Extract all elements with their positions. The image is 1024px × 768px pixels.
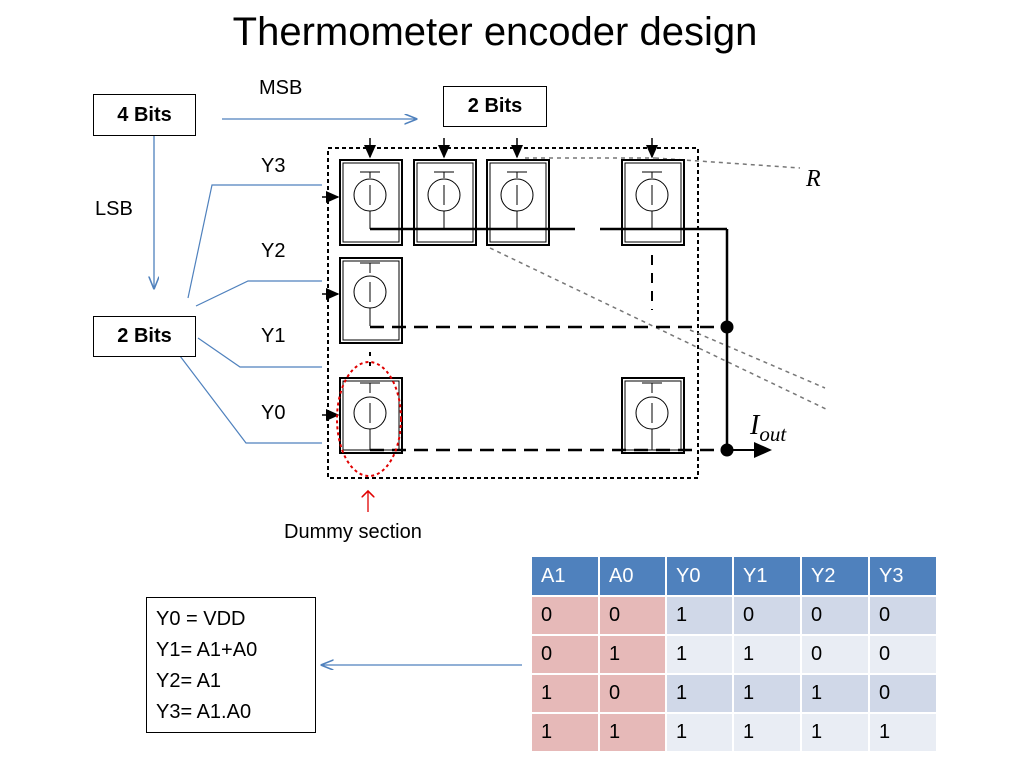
table-cell: 1 bbox=[530, 673, 600, 714]
table-cell: 1 bbox=[598, 712, 667, 753]
table-cell: 1 bbox=[598, 634, 667, 675]
current-source-array bbox=[322, 138, 829, 479]
output-label-y2: Y2 bbox=[261, 240, 286, 262]
output-label-y3: Y3 bbox=[261, 155, 286, 177]
current-cell bbox=[413, 159, 477, 246]
equations-box: Y0 = VDD Y1= A1+A0 Y2= A1 Y3= A1.A0 bbox=[146, 597, 316, 733]
page-title: Thermometer encoder design bbox=[232, 10, 758, 54]
y3-connector bbox=[187, 184, 322, 299]
table-cell: 0 bbox=[800, 634, 870, 675]
header-a1: A1 bbox=[530, 555, 600, 597]
header-y0: Y0 bbox=[665, 555, 734, 597]
current-cell bbox=[486, 159, 550, 246]
equation-y0: Y0 = VDD bbox=[156, 608, 246, 630]
table-cell: 1 bbox=[732, 712, 802, 753]
table-cell: 1 bbox=[665, 673, 734, 714]
table-cell: 0 bbox=[530, 634, 600, 675]
table-cell: 1 bbox=[800, 712, 870, 753]
lsb-label: LSB bbox=[95, 198, 133, 220]
two-bits-lsb-box: 2 Bits bbox=[93, 316, 196, 357]
table-row: 1 1 1 1 1 1 bbox=[530, 712, 938, 753]
equation-y3: Y3= A1.A0 bbox=[156, 701, 252, 723]
output-label-y0: Y0 bbox=[261, 402, 286, 424]
equation-y1: Y1= A1+A0 bbox=[156, 639, 258, 661]
output-label-y1: Y1 bbox=[261, 325, 286, 347]
table-row: 0 0 1 0 0 0 bbox=[530, 595, 938, 636]
equation-y2: Y2= A1 bbox=[156, 670, 222, 692]
y1-connector bbox=[197, 337, 322, 368]
header-y2: Y2 bbox=[800, 555, 870, 597]
table-header-row: A1 A0 Y0 Y1 Y2 Y3 bbox=[530, 555, 938, 597]
truth-table: A1 A0 Y0 Y1 Y2 Y3 0 0 1 0 0 0 0 1 1 1 0 … bbox=[530, 555, 938, 753]
iout-label: Iout bbox=[749, 410, 787, 446]
table-cell: 0 bbox=[868, 595, 938, 636]
table-cell: 0 bbox=[598, 595, 667, 636]
dummy-highlight bbox=[336, 361, 402, 477]
four-bits-box: 4 Bits bbox=[93, 94, 196, 136]
dummy-cell bbox=[339, 377, 403, 454]
table-cell: 0 bbox=[868, 634, 938, 675]
table-cell: 0 bbox=[800, 595, 870, 636]
current-cell bbox=[339, 159, 403, 246]
table-cell: 1 bbox=[530, 712, 600, 753]
table-cell: 0 bbox=[732, 595, 802, 636]
table-cell: 1 bbox=[732, 673, 802, 714]
r-label: R bbox=[805, 166, 821, 192]
y0-connector bbox=[179, 355, 322, 444]
table-cell: 1 bbox=[800, 673, 870, 714]
two-bits-msb-box: 2 Bits bbox=[443, 86, 547, 127]
y2-connector bbox=[195, 280, 322, 307]
header-y3: Y3 bbox=[868, 555, 938, 597]
header-y1: Y1 bbox=[732, 555, 802, 597]
table-cell: 1 bbox=[732, 634, 802, 675]
current-cell bbox=[339, 257, 403, 344]
table-row: 1 0 1 1 1 0 bbox=[530, 673, 938, 714]
table-cell: 1 bbox=[665, 712, 734, 753]
current-cell bbox=[621, 159, 685, 246]
dummy-section-label: Dummy section bbox=[284, 521, 422, 543]
table-cell: 0 bbox=[598, 673, 667, 714]
table-cell: 0 bbox=[868, 673, 938, 714]
current-cell bbox=[621, 377, 685, 454]
table-cell: 0 bbox=[530, 595, 600, 636]
table-cell: 1 bbox=[665, 634, 734, 675]
header-a0: A0 bbox=[598, 555, 667, 597]
table-cell: 1 bbox=[868, 712, 938, 753]
table-row: 0 1 1 1 0 0 bbox=[530, 634, 938, 675]
array-boundary bbox=[327, 147, 699, 479]
msb-label: MSB bbox=[259, 77, 303, 99]
table-cell: 1 bbox=[665, 595, 734, 636]
